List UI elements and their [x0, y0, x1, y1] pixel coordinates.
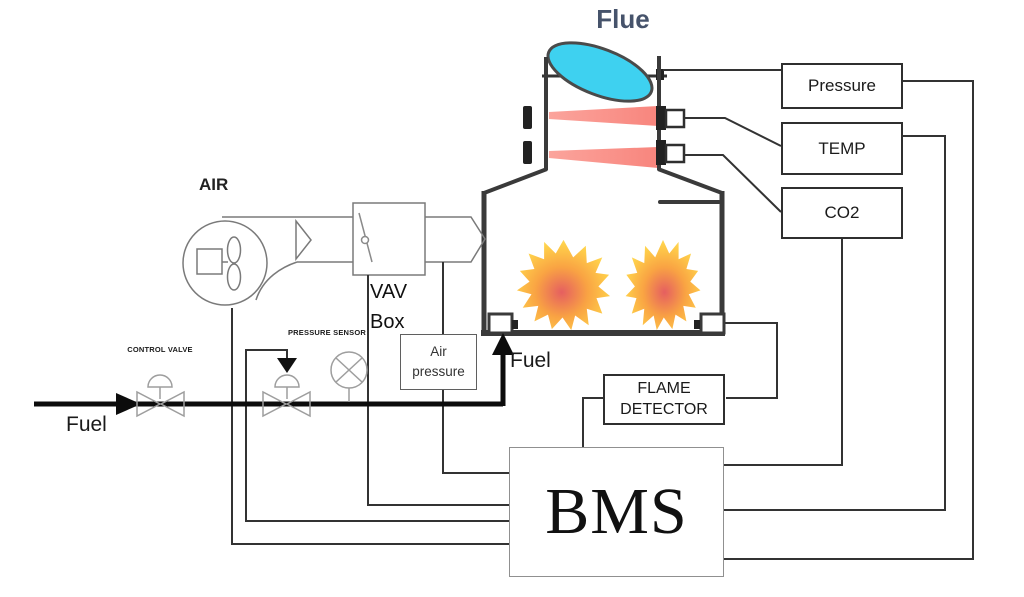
- flue-beam-icons: [549, 106, 658, 168]
- bms-box: BMS: [509, 447, 724, 577]
- bms-to-valve-actuator-line: [245, 349, 509, 522]
- fuel-supply-label: Fuel: [66, 413, 107, 436]
- sensor-to-co2-line: [684, 154, 782, 213]
- co2-box-label: CO2: [824, 203, 860, 222]
- vav-box-label: VAV Box: [370, 277, 407, 337]
- air-pressure-to-bms-line: [442, 262, 509, 474]
- supply-fan-icon: [182, 220, 298, 306]
- pressure-sensor-icon: [330, 351, 368, 402]
- air-duct-icon: [222, 216, 486, 263]
- flame-icons: [516, 239, 701, 331]
- flame-detector-to-bms-line: [582, 397, 603, 447]
- flame-detector-label-line2: DETECTOR: [620, 400, 708, 418]
- air-pressure-label-line1: Air: [430, 344, 447, 360]
- sight-port-icons: [523, 106, 532, 164]
- flue-label: Flue: [596, 4, 650, 34]
- control-valve-label: CONTROL VALVE: [127, 345, 193, 354]
- pressure-box: Pressure: [781, 63, 903, 109]
- flame-detector-label-line1: FLAME: [637, 379, 691, 397]
- control-valve-icon: [136, 374, 185, 418]
- temp-to-bms-line: [724, 135, 946, 511]
- combustion-chamber-walls: [481, 56, 725, 336]
- fuel-burner-arrow-icon: [492, 333, 514, 355]
- actuated-valve-icon: [262, 374, 311, 418]
- fuel-flow-arrow-icon: [116, 393, 141, 415]
- vav-box-icon: [352, 202, 426, 276]
- burner-icons: [487, 312, 726, 335]
- actuator-arrow-icon: [277, 358, 297, 373]
- signal-lines: [231, 69, 974, 560]
- air-pressure-label-line2: pressure: [412, 364, 465, 379]
- sensor-to-temp-line: [684, 117, 782, 147]
- co2-box: CO2: [781, 187, 903, 239]
- air-label: AIR: [199, 175, 229, 194]
- bms-label: BMS: [545, 475, 688, 548]
- fuel-pipe: [34, 352, 506, 407]
- vav-label-line2: Box: [370, 311, 405, 333]
- flame-detector-box: FLAME DETECTOR: [603, 374, 725, 425]
- bms-to-fan-line: [231, 308, 509, 545]
- air-pressure-box: Air pressure: [400, 334, 477, 390]
- fuel-burner-label: Fuel: [510, 349, 551, 372]
- duct-flow-arrow-icon: [295, 218, 312, 262]
- pressure-sensor-label: PRESSURE SENSOR: [287, 328, 367, 337]
- pressure-to-bms-line: [724, 80, 974, 560]
- temp-box: TEMP: [781, 122, 903, 175]
- burner-to-flame-detector-line: [723, 322, 778, 399]
- duct-nozzle-icon: [425, 216, 486, 263]
- co2-to-bms-line: [724, 239, 843, 466]
- sensor-beam-icon: [549, 106, 658, 126]
- pressure-box-label: Pressure: [807, 76, 877, 95]
- flue-damper-icon: [542, 41, 667, 103]
- temp-box-label: TEMP: [818, 138, 866, 158]
- sensor-beam-icon: [549, 147, 658, 168]
- vav-to-bms-line: [367, 275, 509, 506]
- vav-label-line1: VAV: [370, 281, 408, 303]
